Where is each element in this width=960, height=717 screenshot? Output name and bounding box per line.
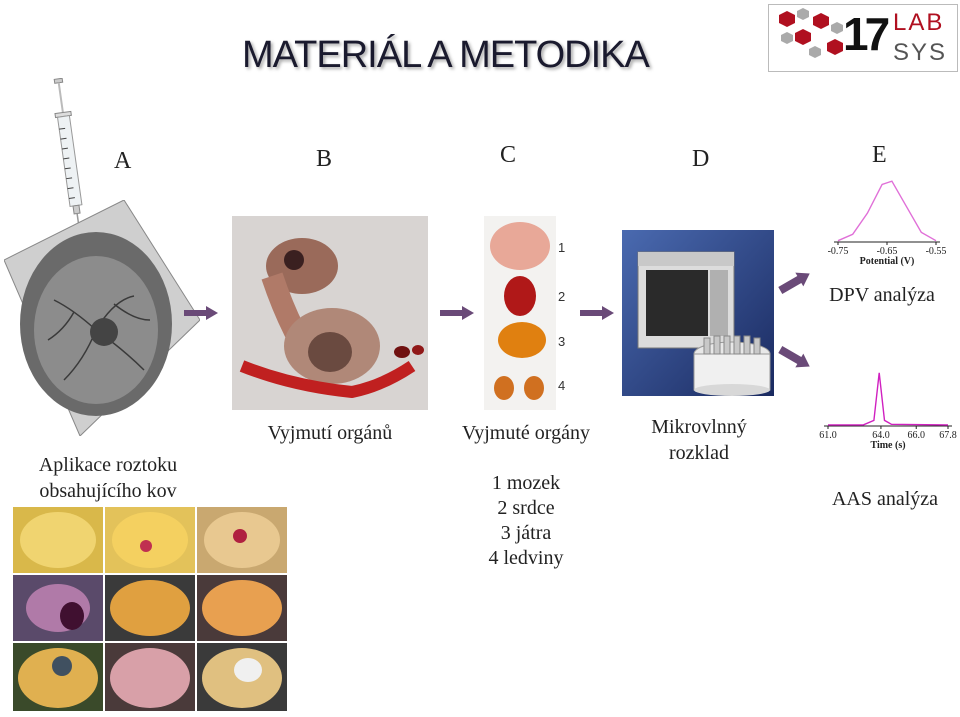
arrow-c-to-d-icon: [580, 306, 614, 320]
x-tick-label: -0.55: [926, 246, 947, 257]
organ-number-3: 3: [558, 334, 566, 349]
arrow-d-to-aas-icon: [778, 346, 810, 368]
logo-text-top: LAB: [893, 9, 945, 36]
step-letter-c: C: [500, 142, 517, 168]
organs-image: [484, 216, 556, 410]
x-tick-label: -0.65: [877, 246, 898, 257]
caption-b: Vyjmutí orgánů: [267, 422, 393, 444]
logo-hexagons-graphic: [779, 8, 843, 58]
organ-list-item-3: 3 játra: [500, 522, 552, 544]
caption-d-line2: rozklad: [669, 442, 729, 464]
microwave-digestion-image: [622, 230, 774, 396]
arrow-b-to-c-icon: [440, 306, 474, 320]
arrow-d-to-dpv-icon: [778, 272, 810, 294]
x-tick-label: 66.0: [907, 430, 925, 441]
step-letter-e: E: [872, 142, 887, 168]
x-tick-label: -0.75: [828, 246, 849, 257]
x-axis-label: Potential (V): [860, 256, 915, 267]
x-tick-label: 67.8: [939, 430, 957, 441]
caption-d-line1: Mikrovlnný: [651, 416, 747, 438]
organ-number-4: 4: [558, 378, 566, 393]
logo-text-bottom: SYS: [893, 39, 948, 66]
arrow-a-to-b-icon: [184, 306, 218, 320]
organ-list-item-1: 1 mozek: [491, 472, 561, 494]
step-letter-b: B: [316, 146, 333, 172]
embryo-development-grid: [11, 505, 289, 713]
organ-number-2: 2: [558, 289, 566, 304]
syringe-icon: [53, 78, 83, 246]
caption-c: Vyjmuté orgány: [462, 422, 590, 444]
dpv-label: DPV analýza: [829, 284, 935, 306]
x-tick-label: 64.0: [872, 430, 890, 441]
organ-list-item-2: 2 srdce: [497, 497, 555, 519]
caption-a-line2: obsahujícího kov: [39, 480, 177, 502]
series-line: [837, 180, 937, 242]
aas-label: AAS analýza: [831, 488, 939, 510]
logo-number: 17: [843, 8, 890, 60]
organ-list-item-4: 4 ledviny: [488, 547, 564, 569]
step-letter-d: D: [692, 146, 710, 172]
series-line: [828, 372, 949, 426]
x-tick-label: 61.0: [819, 430, 837, 441]
organ-number-1: 1: [558, 240, 566, 255]
caption-a-line1: Aplikace roztoku: [38, 454, 178, 476]
step-letter-a: A: [114, 148, 132, 174]
page-title: MATERIÁL A METODIKA: [242, 34, 650, 76]
x-axis-label: Time (s): [870, 440, 905, 451]
chick-dissection-image: [232, 216, 428, 410]
egg-xray-image: [3, 199, 201, 437]
lab-logo: 17 LAB SYS: [768, 4, 958, 72]
